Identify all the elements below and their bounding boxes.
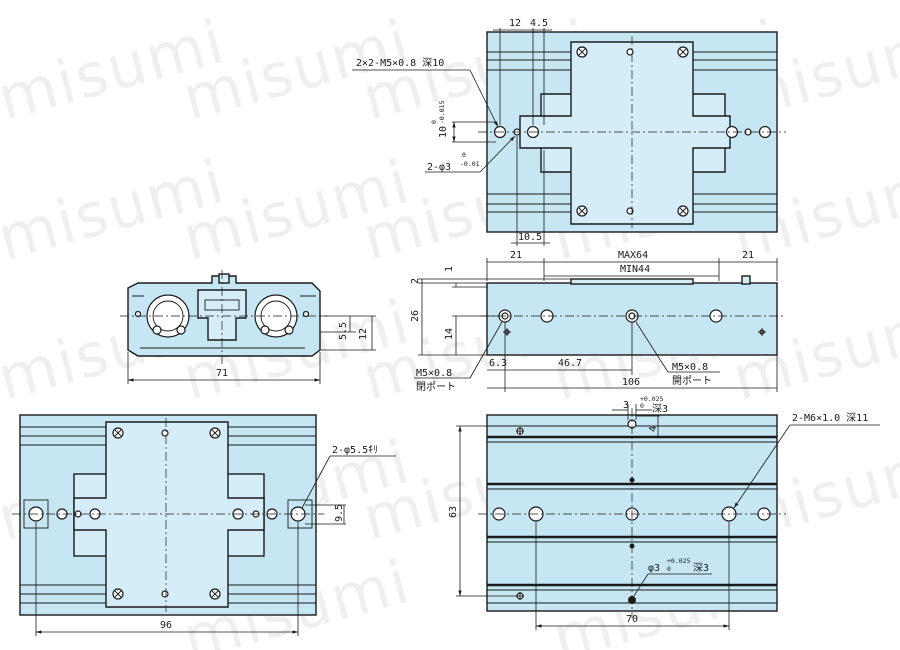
pin-tol-lower-bottom: 0 (667, 565, 671, 573)
watermark-text: misumi (176, 7, 418, 135)
open-port-label: 開ポート (672, 375, 712, 387)
watermark-text: misumi (176, 147, 418, 275)
pin-hole-callout: 2-φ3 (427, 162, 451, 173)
pin-tol-upper-bottom: +0.025 (667, 557, 691, 565)
end-view-jaw (197, 289, 247, 341)
dim-9-5-label: 9.5 (334, 504, 345, 522)
side-view: 21 21 MAX64 MIN44 2 1 26 14 6.3 46.7 106… (410, 250, 784, 393)
open-port-size: M5×0.8 (672, 362, 708, 373)
pin-tol-upper: 0 (462, 151, 466, 159)
plus-mark-icon (758, 328, 766, 336)
pin-hole-bottom-callout: φ3 (648, 563, 660, 574)
pin-tol-lower: -0.01 (460, 160, 480, 168)
mount-hole-callout: 2-φ5.5ｷﾘ (332, 445, 378, 456)
bottom-cover-plate (73, 421, 265, 608)
dim-4-label: 4 (648, 426, 659, 432)
phillips-screw-icon (112, 588, 124, 600)
side-view-top-plate (570, 278, 694, 285)
dim-12-label: 12 (509, 18, 521, 29)
end-view-pin (218, 273, 230, 284)
dim-106-label: 106 (622, 377, 640, 388)
tol-3-upper: +0.025 (640, 395, 664, 403)
side-view-pin (741, 275, 751, 285)
dim-10-label: 10 (438, 126, 449, 138)
dim-70-label: 70 (626, 614, 638, 625)
dim-21-right-label: 21 (742, 250, 754, 261)
dim-96-label: 96 (160, 620, 172, 631)
end-view: 71 5.5 12 (120, 270, 376, 384)
tol-10-lower: -0.015 (438, 100, 446, 124)
pin-depth-bottom: 深3 (693, 562, 709, 574)
dim-3-label: 3 (623, 400, 629, 411)
tol-10-upper: 0 (430, 120, 438, 124)
dim-12-end-label: 12 (358, 328, 369, 340)
watermark-text: misumi (0, 147, 233, 275)
stroke-max-label: MAX64 (618, 250, 648, 261)
phillips-screw-icon (209, 427, 221, 439)
phillips-screw-icon (112, 427, 124, 439)
phillips-screw-icon (576, 205, 588, 217)
phillips-screw-icon (677, 46, 689, 58)
top-cover-plate (519, 41, 731, 225)
dim-5-5-label: 5.5 (338, 322, 349, 340)
stroke-min-label: MIN44 (620, 264, 650, 275)
depth-3-label: 深3 (652, 403, 668, 415)
dim-2-label: 2 (410, 278, 421, 284)
tapped-hole-m6-callout: 2-M6×1.0 深11 (792, 412, 868, 424)
phillips-screw-icon (209, 588, 221, 600)
close-port-size: M5×0.8 (416, 368, 452, 379)
dim-1-label: 1 (444, 266, 455, 272)
tapped-hole-callout: 2×2-M5×0.8 深10 (356, 57, 444, 69)
plate-hole (626, 207, 634, 215)
dim-14-label: 14 (444, 328, 455, 340)
dim-71-label: 71 (216, 368, 228, 379)
bottom-left-view: 2-φ5.5ｷﾘ 9.5 96 (12, 414, 396, 636)
dim-21-left-label: 21 (510, 250, 522, 261)
plus-mark-icon (516, 427, 524, 435)
dim-10-5-label: 10.5 (518, 232, 542, 243)
tol-3-lower: 0 (640, 402, 644, 410)
phillips-screw-icon (677, 205, 689, 217)
dim-46-7-label: 46.7 (558, 358, 582, 369)
dim-63-label: 63 (448, 506, 459, 518)
dim-4-5-label: 4.5 (530, 18, 548, 29)
top-view: 12 4.5 2×2-M5×0.8 深10 10 0 -0.015 2-φ3 0… (352, 18, 786, 246)
dim-6-3-label: 6.3 (489, 358, 507, 369)
phillips-screw-icon (576, 46, 588, 58)
plate-hole (626, 48, 634, 56)
bottom-right-view: 3 +0.025 0 深3 4 2-M6×1.0 深11 63 φ3 +0.02… (448, 395, 880, 630)
watermark-text: misumi (0, 7, 233, 135)
close-port-label: 閉ポート (416, 381, 456, 393)
dim-26-label: 26 (410, 310, 421, 322)
